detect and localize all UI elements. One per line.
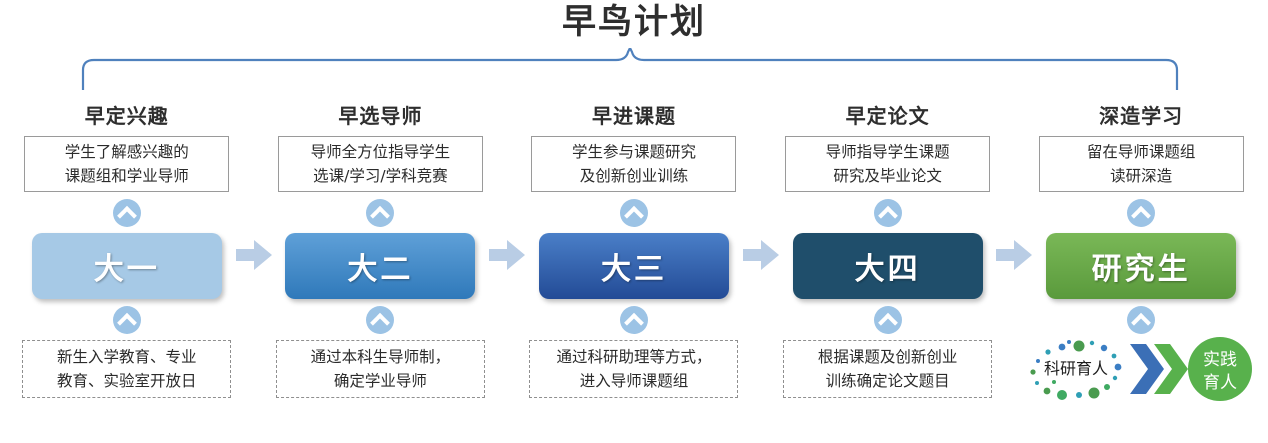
stage-bottom-slot-3: 通过科研助理等方式， 进入导师课题组 <box>529 340 739 398</box>
chevron-up-icon <box>112 199 141 227</box>
stage-heading-3: 早进课题 <box>591 104 676 128</box>
stage-top-note-4: 导师指导学生课题 研究及毕业论文 <box>785 136 991 192</box>
chevron-right-blue-icon <box>1129 344 1164 394</box>
stage-column-2: 早选导师 导师全方位指导学生 选课/学习/学科竞赛 大二 通过本科生导师制， 确… <box>254 100 526 443</box>
curly-brace-icon <box>81 48 1179 90</box>
stage-column-3: 早进课题 学生参与课题研究 及创新创业训练 大三 通过科研助理等方式， 进入导师… <box>507 100 779 443</box>
chevron-up-icon <box>1127 306 1156 334</box>
stage-bottom-note-4: 根据课题及创新创业 训练确定论文题目 <box>783 340 993 398</box>
dot-cloud-decoration <box>1030 340 1122 400</box>
brand-logo: 科研育人 实践 育人 <box>1030 337 1252 401</box>
stage-heading-1: 早定兴趣 <box>84 104 169 128</box>
stage-bottom-note-2: 通过本科生导师制， 确定学业导师 <box>275 340 485 398</box>
year-box-4[interactable]: 大四 <box>792 233 983 299</box>
chevron-up-icon <box>366 199 395 227</box>
chevron-up-icon <box>112 306 141 334</box>
stage-bottom-slot-4: 根据课题及创新创业 训练确定论文题目 <box>783 340 993 398</box>
year-box-5[interactable]: 研究生 <box>1046 233 1237 299</box>
year-box-3[interactable]: 大三 <box>538 233 729 299</box>
stage-top-note-5: 留在导师课题组 读研深造 <box>1038 136 1244 192</box>
stage-top-note-1: 学生了解感兴趣的 课题组和学业导师 <box>24 136 230 192</box>
logo-right-text-line1: 实践 <box>1203 350 1237 370</box>
right-arrow-icon <box>235 240 272 270</box>
logo-right-text-line2: 育人 <box>1203 373 1237 393</box>
right-arrow-icon <box>489 240 526 270</box>
page-title: 早鸟计划 <box>562 2 706 42</box>
stage-bottom-note-3: 通过科研助理等方式， 进入导师课题组 <box>529 340 739 398</box>
stage-heading-5: 深造学习 <box>1099 104 1184 128</box>
chevron-up-icon <box>619 306 648 334</box>
logo-left-text: 科研育人 <box>1044 359 1108 378</box>
chevron-up-icon <box>1127 199 1156 227</box>
year-box-2[interactable]: 大二 <box>285 233 476 299</box>
chevron-up-icon <box>873 306 902 334</box>
stage-top-note-2: 导师全方位指导学生 选课/学习/学科竞赛 <box>277 136 483 192</box>
timeline-columns: 早定兴趣 学生了解感兴趣的 课题组和学业导师 大一 新生入学教育、专业 教育、实… <box>0 100 1268 443</box>
stage-bottom-slot-2: 通过本科生导师制， 确定学业导师 <box>275 340 485 398</box>
stage-column-4: 早定论文 导师指导学生课题 研究及毕业论文 大四 根据课题及创新创业 训练确定论… <box>761 100 1033 443</box>
year-box-1[interactable]: 大一 <box>31 233 222 299</box>
chevron-up-icon <box>619 199 648 227</box>
stage-top-note-3: 学生参与课题研究 及创新创业训练 <box>531 136 737 192</box>
chevron-right-green-icon <box>1153 344 1188 394</box>
stage-bottom-note-1: 新生入学教育、专业 教育、实验室开放日 <box>22 340 232 398</box>
stage-column-1: 早定兴趣 学生了解感兴趣的 课题组和学业导师 大一 新生入学教育、专业 教育、实… <box>0 100 272 443</box>
stage-heading-4: 早定论文 <box>845 104 930 128</box>
stage-bottom-slot-1: 新生入学教育、专业 教育、实验室开放日 <box>22 340 232 398</box>
right-arrow-icon <box>996 240 1033 270</box>
right-arrow-icon <box>742 240 779 270</box>
logo-circle <box>1187 337 1252 401</box>
stage-heading-2: 早选导师 <box>338 104 423 128</box>
chevron-up-icon <box>366 306 395 334</box>
stage-bottom-slot-5: 科研育人 实践 育人 <box>1024 337 1259 401</box>
chevron-up-icon <box>873 199 902 227</box>
stage-column-5: 深造学习 留在导师课题组 读研深造 研究生 <box>1014 100 1268 443</box>
